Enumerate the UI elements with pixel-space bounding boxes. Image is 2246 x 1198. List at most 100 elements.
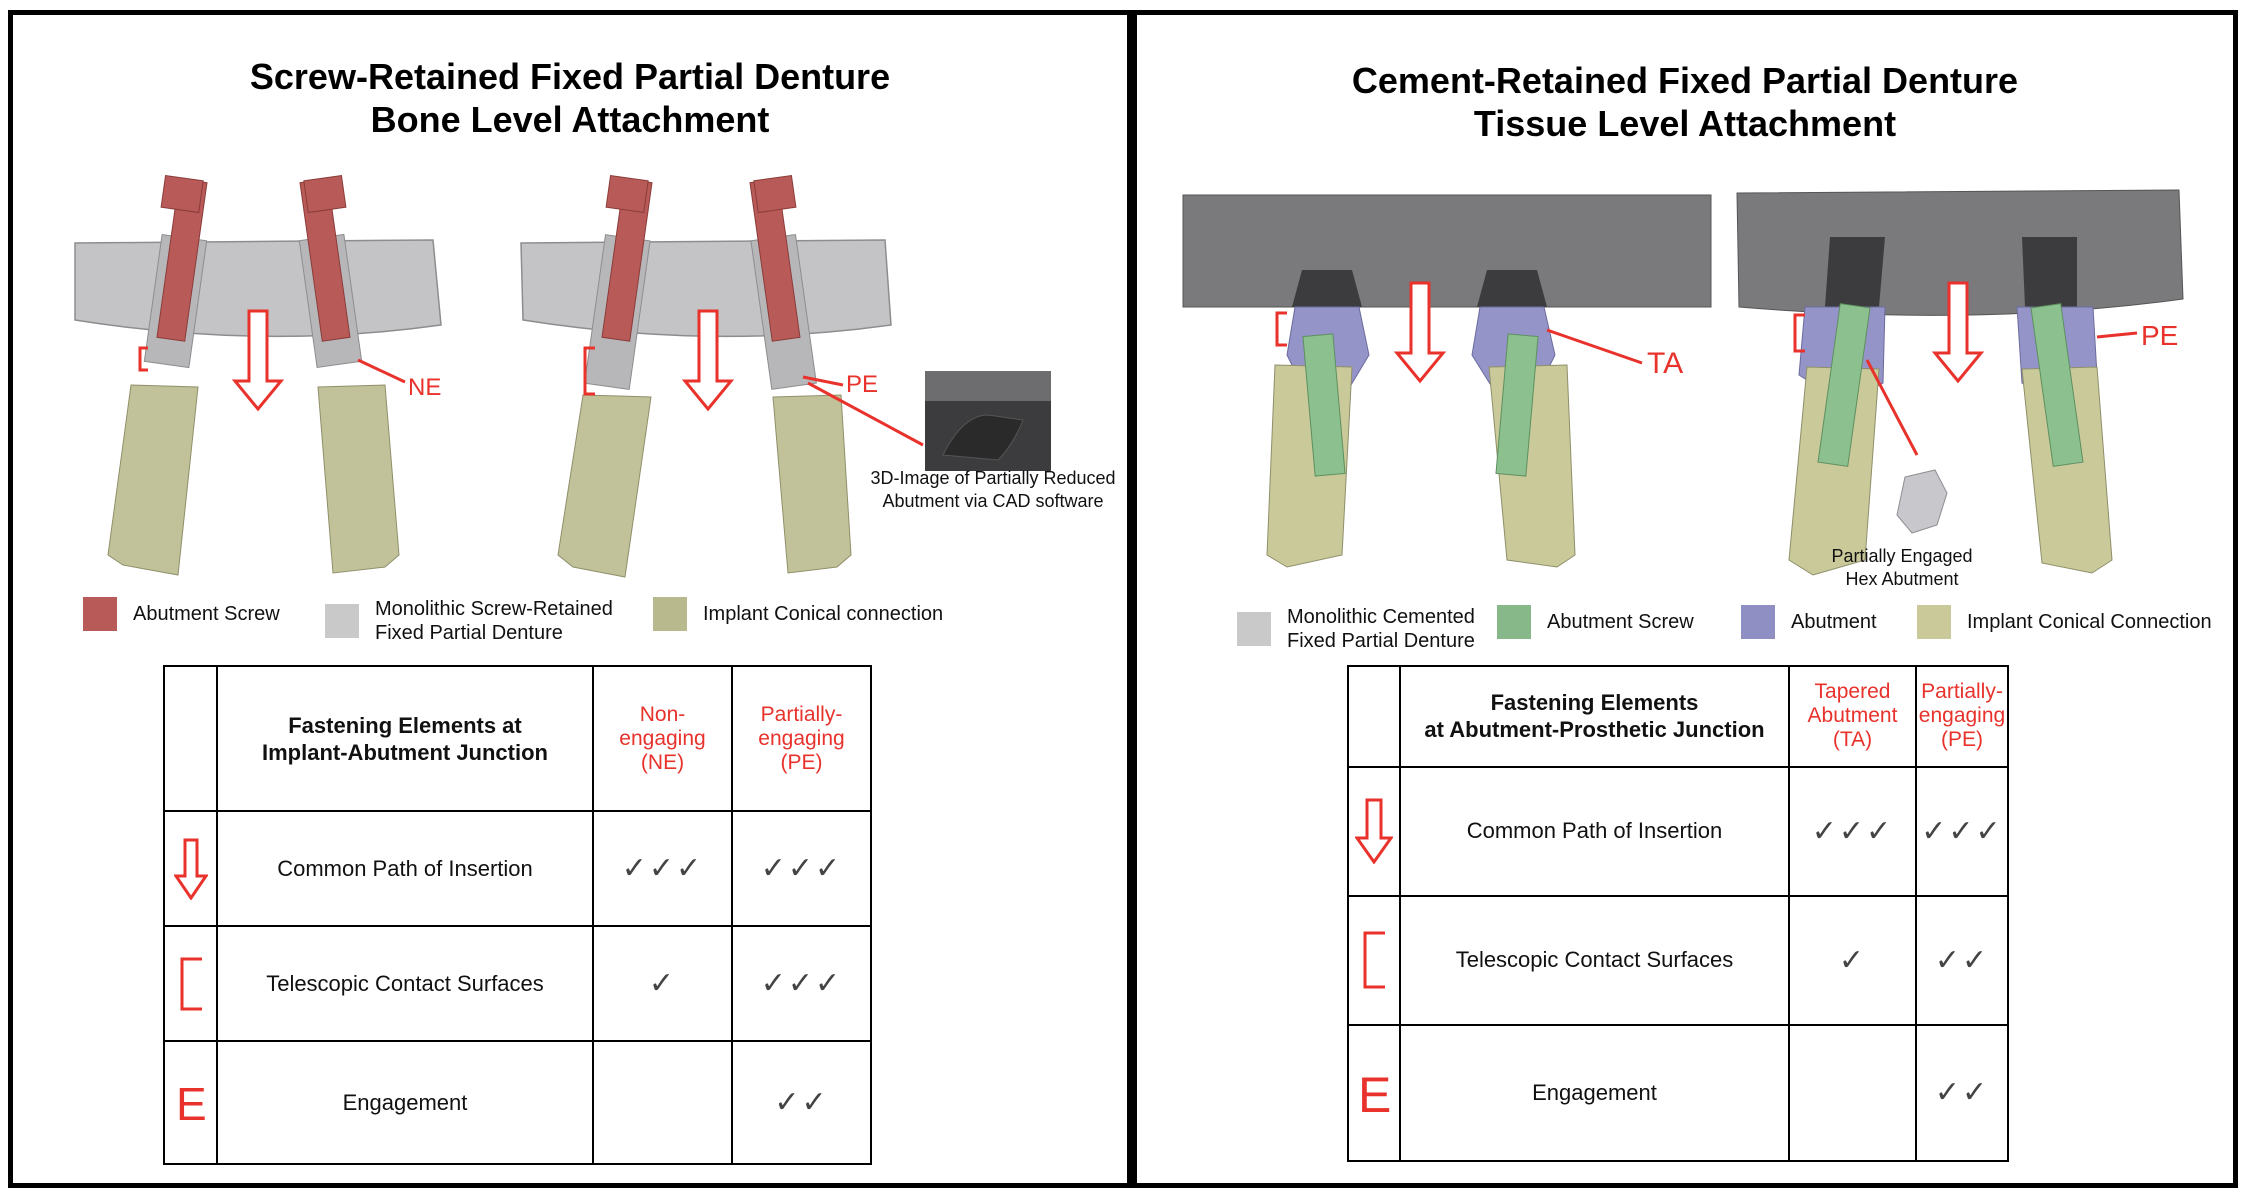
- screw-pe-r-1: [1817, 303, 1871, 467]
- cad-caption-line-1: 3D-Image of Partially Reduced: [870, 468, 1116, 488]
- swatch-abutment: [1741, 605, 1775, 639]
- bracket-icon: [1347, 894, 1401, 1026]
- cemented-denture-ta: [1182, 194, 1712, 308]
- left-panel-title: Screw-Retained Fixed Partial Denture Bon…: [13, 55, 1127, 141]
- contact-bracket-pe: [583, 346, 595, 396]
- down-arrow-icon: [163, 810, 218, 927]
- swatch-abutment-screw-green: [1497, 605, 1531, 639]
- row-label: Engagement: [216, 1040, 594, 1165]
- hex-assembly: PE: [1736, 189, 2184, 576]
- cad-abutment-shape: [942, 414, 1024, 461]
- ne-label: NE: [408, 374, 441, 401]
- row-label: Telescopic Contact Surfaces: [216, 925, 594, 1042]
- implant-pe-r-1: [1788, 366, 1880, 576]
- right-title-line-2: Tissue Level Attachment: [1473, 103, 1897, 144]
- left-panel: Screw-Retained Fixed Partial Denture Bon…: [8, 10, 1132, 1188]
- check-cell: ✓: [592, 925, 733, 1042]
- check-cell: ✓✓✓: [592, 810, 733, 927]
- pe-leader-right: [2096, 331, 2138, 339]
- legend-item-implant: Implant Conical connection: [653, 597, 943, 631]
- pe-label-left: PE: [846, 371, 878, 398]
- down-arrow-icon: [1347, 765, 1401, 897]
- row-label: Telescopic Contact Surfaces: [1399, 894, 1790, 1026]
- swatch-abutment-screw: [83, 597, 117, 631]
- check-cell: ✓: [1788, 894, 1917, 1026]
- contact-bracket-ne: [138, 346, 148, 372]
- swatch-denture: [325, 604, 359, 638]
- swatch-cemented-denture: [1237, 612, 1271, 646]
- screw-ta-2: [1495, 333, 1539, 477]
- bracket-icon: [163, 925, 218, 1042]
- row-label: Common Path of Insertion: [216, 810, 594, 927]
- ta-leader: [1546, 328, 1643, 365]
- hex-abutment-top-2: [2022, 237, 2077, 307]
- check-cell: [592, 1040, 733, 1165]
- legend-item-abutment: Abutment: [1741, 605, 1877, 639]
- cad-caption: 3D-Image of Partially Reduced Abutment v…: [863, 467, 1123, 513]
- hex-caption-line-2: Hex Abutment: [1845, 569, 1959, 589]
- header-ne: Non-engaging(NE): [592, 665, 733, 812]
- screw-head-pe-2: [753, 174, 797, 214]
- screw-head-ne-2: [303, 174, 347, 214]
- pe-assembly: PE: [520, 174, 1051, 578]
- legend-label: Abutment: [1791, 611, 1877, 633]
- check-cell: ✓✓✓: [1915, 765, 2009, 897]
- right-title-line-1: Cement-Retained Fixed Partial Denture: [1351, 60, 2019, 101]
- insertion-arrow-pe: [681, 309, 735, 412]
- ta-assembly: TA: [1182, 194, 1712, 568]
- insertion-arrow-ne: [231, 309, 285, 412]
- header-pe: Partially-engaging(PE): [731, 665, 872, 812]
- pe-label-right: PE: [2141, 320, 2178, 351]
- header-icon-cell: [1347, 665, 1401, 768]
- legend-label: Abutment Screw: [133, 603, 280, 625]
- table-row: Telescopic Contact Surfaces ✓ ✓✓: [1347, 894, 2009, 1026]
- swatch-implant: [653, 597, 687, 631]
- cad-leader: [807, 381, 924, 447]
- check-cell: ✓✓✓: [731, 810, 872, 927]
- row-label: Common Path of Insertion: [1399, 765, 1790, 897]
- check-cell: ✓✓: [1915, 894, 2009, 1026]
- screw-head-pe-1: [605, 174, 649, 214]
- check-cell: ✓✓✓: [1788, 765, 1917, 897]
- contact-bracket-hex: [1793, 313, 1805, 353]
- insertion-arrow-hex: [1931, 281, 1985, 384]
- swatch-implant-conical: [1917, 605, 1951, 639]
- cad-caption-line-2: Abutment via CAD software: [882, 491, 1104, 511]
- hex-caption: Partially Engaged Hex Abutment: [1802, 545, 2002, 591]
- implant-ne-1: [107, 384, 199, 576]
- check-cell: [1788, 1023, 1917, 1163]
- hex-caption-line-1: Partially Engaged: [1831, 546, 1973, 566]
- right-illustration: TA PE: [1182, 189, 2184, 576]
- hex-abutment-render: [1896, 469, 1948, 534]
- implant-pe-1: [557, 394, 652, 578]
- implant-ne-2: [317, 384, 400, 574]
- header-icon-cell: [163, 665, 218, 812]
- abutment-cap-ta-2: [1477, 270, 1547, 307]
- legend-item-abutment-screw-green: Abutment Screw: [1497, 605, 1694, 639]
- left-illustration: NE PE: [74, 174, 1051, 578]
- legend-label: Implant Conical connection: [703, 603, 944, 625]
- ta-label: TA: [1647, 347, 1683, 380]
- insertion-arrow-ta: [1393, 281, 1447, 384]
- abutment-cap-ta-1: [1292, 270, 1362, 307]
- ne-leader: [357, 358, 406, 384]
- left-title-line-2: Bone Level Attachment: [370, 99, 770, 140]
- table-row: Common Path of Insertion ✓✓✓ ✓✓✓: [1347, 765, 2009, 897]
- hex-abutment-top-1: [1825, 237, 1885, 307]
- ne-assembly: NE: [74, 174, 442, 576]
- legend-label: Implant Conical Connection: [1967, 611, 2212, 633]
- legend-item-abutment-screw: Abutment Screw: [83, 597, 280, 631]
- table-row: Common Path of Insertion ✓✓✓ ✓✓✓: [163, 810, 872, 927]
- screw-head-ne-1: [160, 174, 204, 214]
- letter-e-icon: E: [163, 1040, 218, 1165]
- letter-e-icon: E: [1347, 1023, 1401, 1163]
- right-panel: Cement-Retained Fixed Partial Denture Ti…: [1132, 10, 2238, 1188]
- header-pe: Partially-engaging(PE): [1915, 665, 2009, 768]
